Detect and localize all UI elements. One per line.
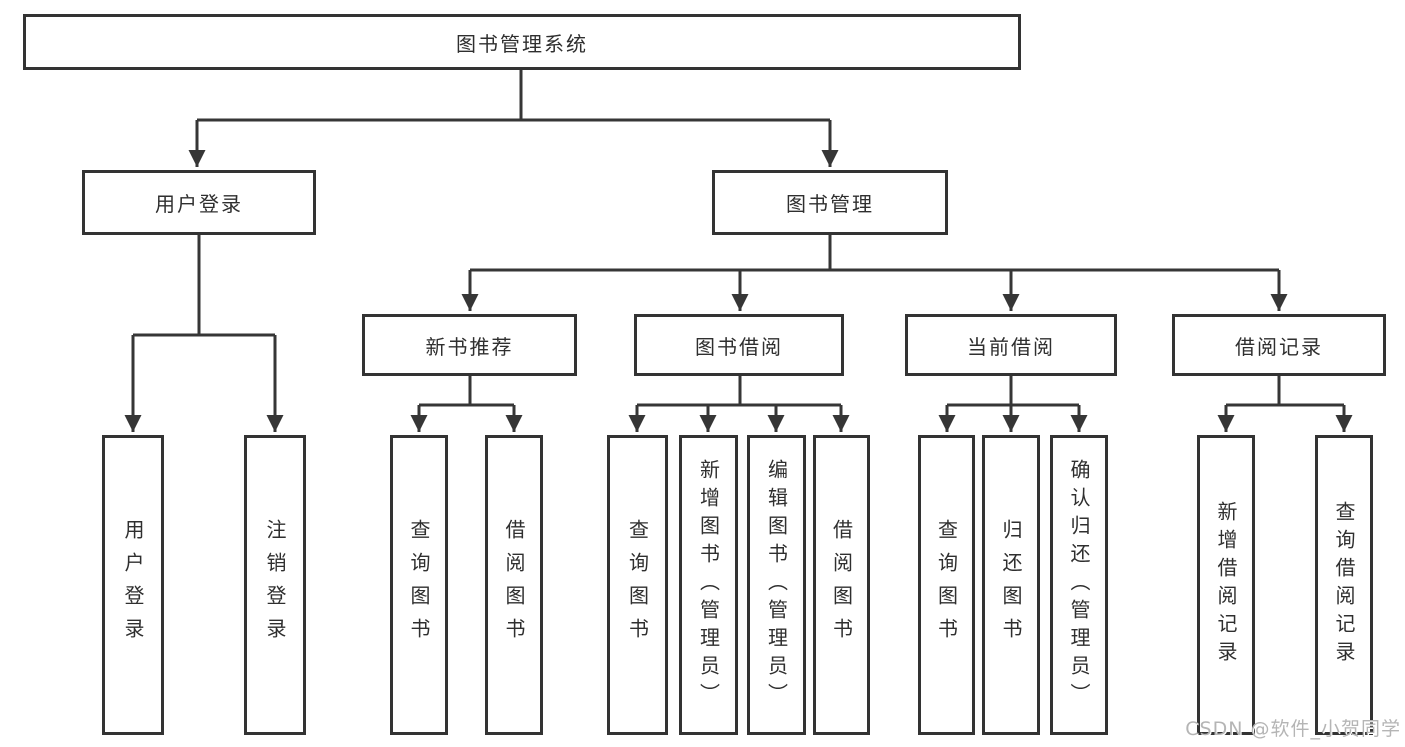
node-current-borrowing-label: 当前借阅 (967, 334, 1055, 359)
connector-book-management (461, 235, 1288, 311)
connector-new-books (410, 376, 523, 432)
connector-borrow-records (1217, 376, 1353, 432)
leaf-cb-return-books-label: 归还图书 (999, 519, 1023, 651)
leaf-logout-label: 注销登录 (263, 519, 287, 651)
node-user-login: 用户登录 (82, 170, 316, 235)
leaf-bb-query-books: 查询图书 (607, 435, 668, 735)
leaf-nb-borrow-books: 借阅图书 (485, 435, 543, 735)
leaf-logout: 注销登录 (244, 435, 306, 735)
connector-user-login (124, 235, 284, 432)
node-current-borrowing: 当前借阅 (905, 314, 1117, 376)
node-book-borrowing: 图书借阅 (634, 314, 844, 376)
watermark: CSDN @软件_小贺同学 (1185, 718, 1401, 740)
leaf-bb-borrow-books-label: 借阅图书 (829, 519, 854, 651)
node-user-login-label: 用户登录 (155, 192, 243, 216)
leaf-bb-query-books-label: 查询图书 (625, 519, 650, 651)
node-borrowing-records: 借阅记录 (1172, 314, 1386, 376)
node-borrowing-records-label: 借阅记录 (1235, 334, 1323, 359)
leaf-br-add-record-label: 新增借阅记录 (1214, 501, 1238, 669)
leaf-nb-query-books-label: 查询图书 (407, 519, 431, 651)
leaf-nb-borrow-books-label: 借阅图书 (502, 519, 526, 651)
leaf-br-query-record-label: 查询借阅记录 (1332, 501, 1356, 669)
leaf-nb-query-books: 查询图书 (390, 435, 448, 735)
leaf-bb-borrow-books: 借阅图书 (813, 435, 870, 735)
node-new-book-recommend: 新书推荐 (362, 314, 577, 376)
node-book-management: 图书管理 (712, 170, 948, 235)
leaf-bb-add-books-admin: 新增图书（管理员） (679, 435, 738, 735)
connector-book-borrowing (628, 376, 850, 432)
leaf-br-add-record: 新增借阅记录 (1197, 435, 1255, 735)
leaf-cb-query-books-label: 查询图书 (934, 519, 959, 651)
connector-current-borrowing (938, 376, 1088, 432)
leaf-cb-confirm-return-admin-label: 确认归还（管理员） (1067, 459, 1091, 711)
node-library-system: 图书管理系统 (23, 14, 1021, 70)
leaf-cb-return-books: 归还图书 (982, 435, 1040, 735)
leaf-user-login: 用户登录 (102, 435, 164, 735)
node-book-management-label: 图书管理 (786, 192, 874, 216)
leaf-cb-query-books: 查询图书 (918, 435, 975, 735)
node-library-system-label: 图书管理系统 (456, 31, 588, 56)
node-book-borrowing-label: 图书借阅 (695, 334, 783, 359)
connector-root (188, 70, 839, 167)
leaf-bb-edit-books-admin: 编辑图书（管理员） (747, 435, 806, 735)
node-new-book-recommend-label: 新书推荐 (425, 334, 514, 359)
leaf-user-login-label: 用户登录 (121, 519, 145, 651)
leaf-br-query-record: 查询借阅记录 (1315, 435, 1373, 735)
leaf-cb-confirm-return-admin: 确认归还（管理员） (1050, 435, 1108, 735)
leaf-bb-edit-books-admin-label: 编辑图书（管理员） (764, 459, 789, 711)
leaf-bb-add-books-admin-label: 新增图书（管理员） (696, 459, 721, 711)
